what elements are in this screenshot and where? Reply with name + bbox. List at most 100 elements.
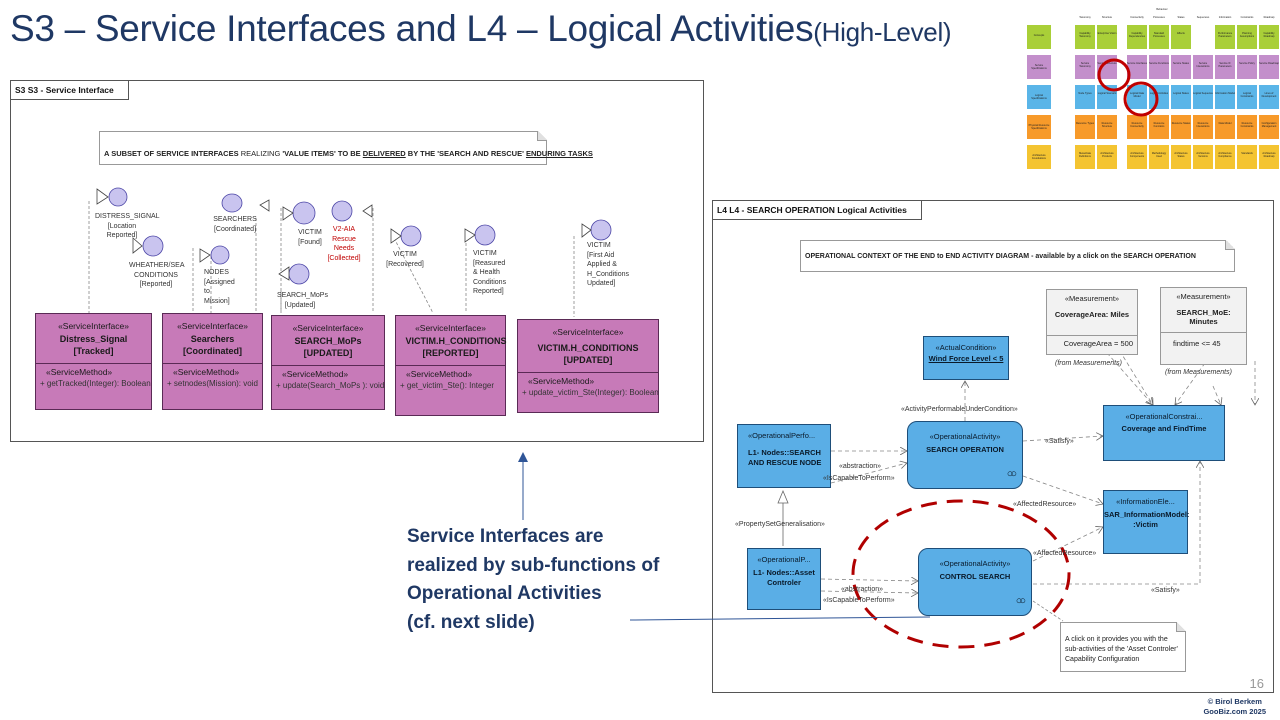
coverage-from-measurements: (from Measurements) [1055,360,1122,367]
thumbnail-cell: Architecture Products [1096,144,1118,170]
thumbnail-row-header: Service Specifications [1026,54,1052,80]
thumbnail-cell: Methodology Used [1148,144,1170,170]
thumbnail-cell: Information Model [1214,84,1236,110]
thumbnail-cell: Effects [1170,24,1192,50]
thumbnail-header-behaviour: Behaviour [1156,8,1168,11]
actor-search-mops: SEARCH_MoPs[Updated] [277,292,328,309]
thumbnail-cell: Architecture Compliance [1214,144,1236,170]
actual-condition-wind-force[interactable]: «ActualCondition» Wind Force Level < 5 [923,336,1009,380]
thumbnail-col-header: Connectivity [1130,16,1144,19]
edge-property-generalisation: «PropertySetGeneralisation» [735,521,825,528]
rake-icon: ○○ [1015,595,1026,607]
s3-connectors [88,187,612,317]
thumbnail-cell: Meta-Data Definitions [1074,144,1096,170]
service-interface-victim-reported[interactable]: «ServiceInterface» VICTIM.H_CONDITIONS [… [395,315,507,416]
thumbnail-cell: Architecture Status [1170,144,1192,170]
thumbnail-cell: Standard Processes [1148,24,1170,50]
thumbnail-row-header: Physical Resource Specifications [1026,114,1052,140]
actor-victim-found: VICTIM[Found] [298,229,322,246]
thumbnail-row-header: Logical Specifications [1026,84,1052,110]
thumbnail-cell: Logical Sequence [1192,84,1214,110]
thumbnail-row-header: Architecture Foundations [1026,144,1052,170]
measurement-coverage-area[interactable]: «Measurement» CoverageArea: Miles Covera… [1046,289,1138,355]
op-constraint-coverage-findtime[interactable]: «OperationalConstrai... Coverage and Fin… [1103,405,1225,461]
thumbnail-col-header: Information [1218,16,1232,19]
activity-control-search[interactable]: «OperationalActivity» CONTROL SEARCH ○○ [918,548,1032,616]
edge-satisfy-1: «Satisfy» [1045,438,1074,445]
thumbnail-cell: Service Taxonomy [1074,54,1096,80]
edge-abstraction-1: «abstraction» [839,463,882,470]
service-interface-search-mops[interactable]: «ServiceInterface» SEARCH_MoPs [UPDATED]… [271,315,385,410]
thumbnail-cell: Planning Assumptions [1236,24,1258,50]
edge-abstraction-2: «abstraction» [841,586,884,593]
thumbnail-highlight-circles [1097,58,1159,117]
thumbnail-cell: Logical States [1170,84,1192,110]
thumbnail-cell: Service IF Parameters [1214,54,1236,80]
actor-victim-recovered: VICTIM[Recovered] [386,251,424,268]
edge-capable-2: «IsCapableToPerform» [823,597,895,604]
thumbnail-cell: Service States [1170,54,1192,80]
thumbnail-cell: Logical Constraints [1236,84,1258,110]
thumbnail-cell: Service Structure [1096,54,1118,80]
actor-searchers: SEARCHERS[Coordinated] [213,216,257,233]
s3-frame-label: S3 S3 - Service Interface [11,81,129,100]
thumbnail-cell: Standards [1236,144,1258,170]
edge-affected-2: «AffectedResource» [1033,550,1097,557]
thumbnail-cell: Enterprise Vision [1096,24,1118,50]
l4-logical-activities-frame: L4 L4 - SEARCH OPERATION Logical Activit… [712,200,1274,693]
slide-title: S3 – Service Interfaces and L4 – Logical… [10,8,952,49]
thumbnail-col-header: Structure [1101,16,1113,19]
l4-note: OPERATIONAL CONTEXT OF THE END to END AC… [800,240,1235,272]
activity-search-operation[interactable]: «OperationalActivity» SEARCH OPERATION ○… [907,421,1023,489]
thumbnail-cell: Resource Structure [1096,114,1118,140]
thumbnail-col-header: Sequences [1196,16,1210,19]
thumbnail-cell: Node Types [1074,84,1096,110]
page-number: 16 [1249,676,1264,691]
thumbnail-cell: Service Functions [1148,54,1170,80]
thumbnail-cell: Capability Roadmap [1258,24,1280,50]
measurement-search-moe[interactable]: «Measurement» SEARCH_MoE: Minutes findti… [1160,287,1247,365]
thumbnail-col-header: Processes [1153,16,1165,19]
edge-affected-1: «AffectedResource» [1013,501,1077,508]
edge-under-condition: «ActivityPerformableUnderCondition» [901,406,1018,413]
information-element-victim[interactable]: «InformationEle... SAR_InformationModel:… [1103,490,1189,554]
thumbnail-cell: Resource Constraints [1236,114,1258,140]
edge-satisfy-2: «Satisfy» [1151,587,1180,594]
service-interface-distress-signal[interactable]: «ServiceInterface» Distress_Signal [Trac… [35,313,152,410]
thumbnail-cell: Performance Parameters [1214,24,1236,50]
thumbnail-cell [1192,24,1214,50]
thumbnail-cell: Resource Interactions [1192,114,1214,140]
callout-text: Service Interfaces are realized by sub-f… [407,526,660,633]
moe-from-measurements: (from Measurements) [1165,369,1232,376]
thumbnail-cell: Data Model [1214,114,1236,140]
thumbnail-cell: Resource Functions [1148,114,1170,140]
thumbnail-cell: Service Interactions [1192,54,1214,80]
thumbnail-cell: Capability Dependencies [1126,24,1148,50]
l4-frame-label: L4 L4 - SEARCH OPERATION Logical Activit… [713,201,922,220]
service-interface-victim-updated[interactable]: «ServiceInterface» VICTIM.H_CONDITIONS [… [517,319,659,413]
thumbnail-cell: Architecture Components [1126,144,1148,170]
thumbnail-col-header: Taxonomy [1079,16,1091,19]
thumbnail-col-header: Roadmap [1263,16,1275,19]
service-interface-searchers[interactable]: «ServiceInterface» Searchers [Coordinate… [162,313,263,410]
thumbnail-cell: Architecture Versions [1192,144,1214,170]
s3-service-interface-frame: S3 S3 - Service Interface A SUBSET OF SE… [10,80,704,442]
thumbnail-cell: Capability Taxonomy [1074,24,1096,50]
rake-icon: ○○ [1006,468,1017,480]
thumbnail-col-header: States [1177,16,1185,19]
thumbnail-col-header: Constraints [1240,16,1254,19]
thumbnail-cell: Service Policy [1236,54,1258,80]
edge-capable-1: «IsCapableToPerform» [823,475,895,482]
thumbnail-cell: Resource States [1170,114,1192,140]
